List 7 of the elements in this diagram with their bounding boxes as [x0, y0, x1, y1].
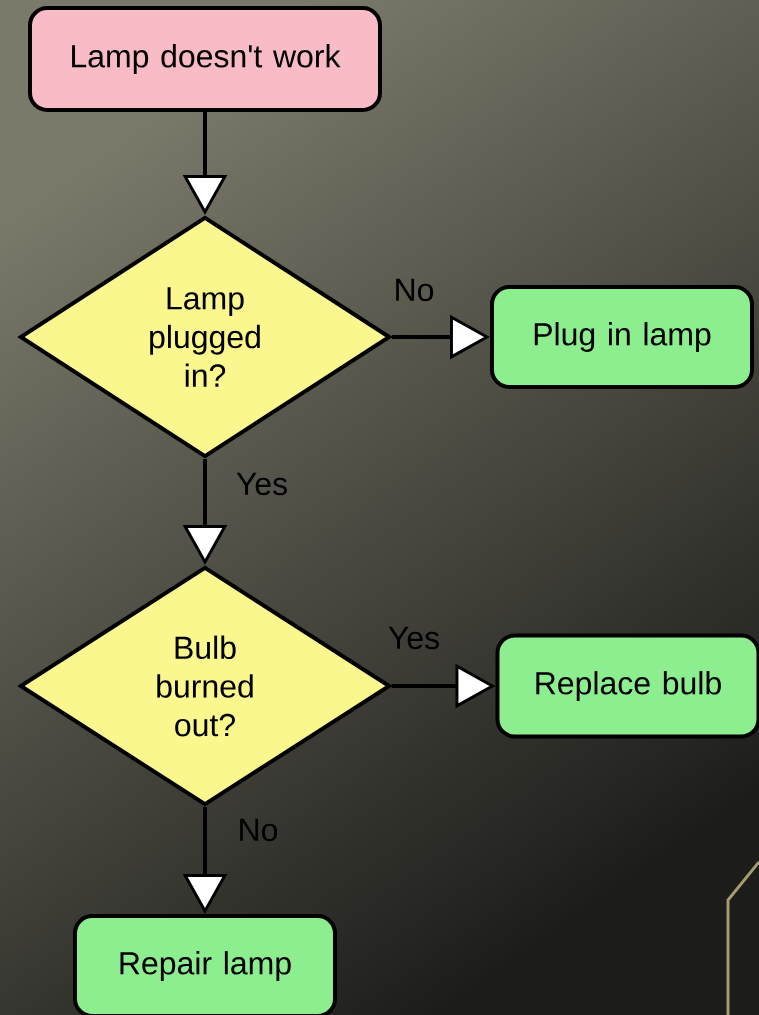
edge-label: Yes: [236, 472, 287, 496]
process-box: Replace bulb: [495, 633, 759, 739]
edge-label: No: [396, 278, 434, 302]
start-box: Lamp doesn't work: [28, 6, 382, 112]
process-box: Plug in lamp: [490, 285, 754, 389]
edge-label: No: [240, 818, 278, 842]
process-box: Repair lamp: [73, 914, 337, 1015]
